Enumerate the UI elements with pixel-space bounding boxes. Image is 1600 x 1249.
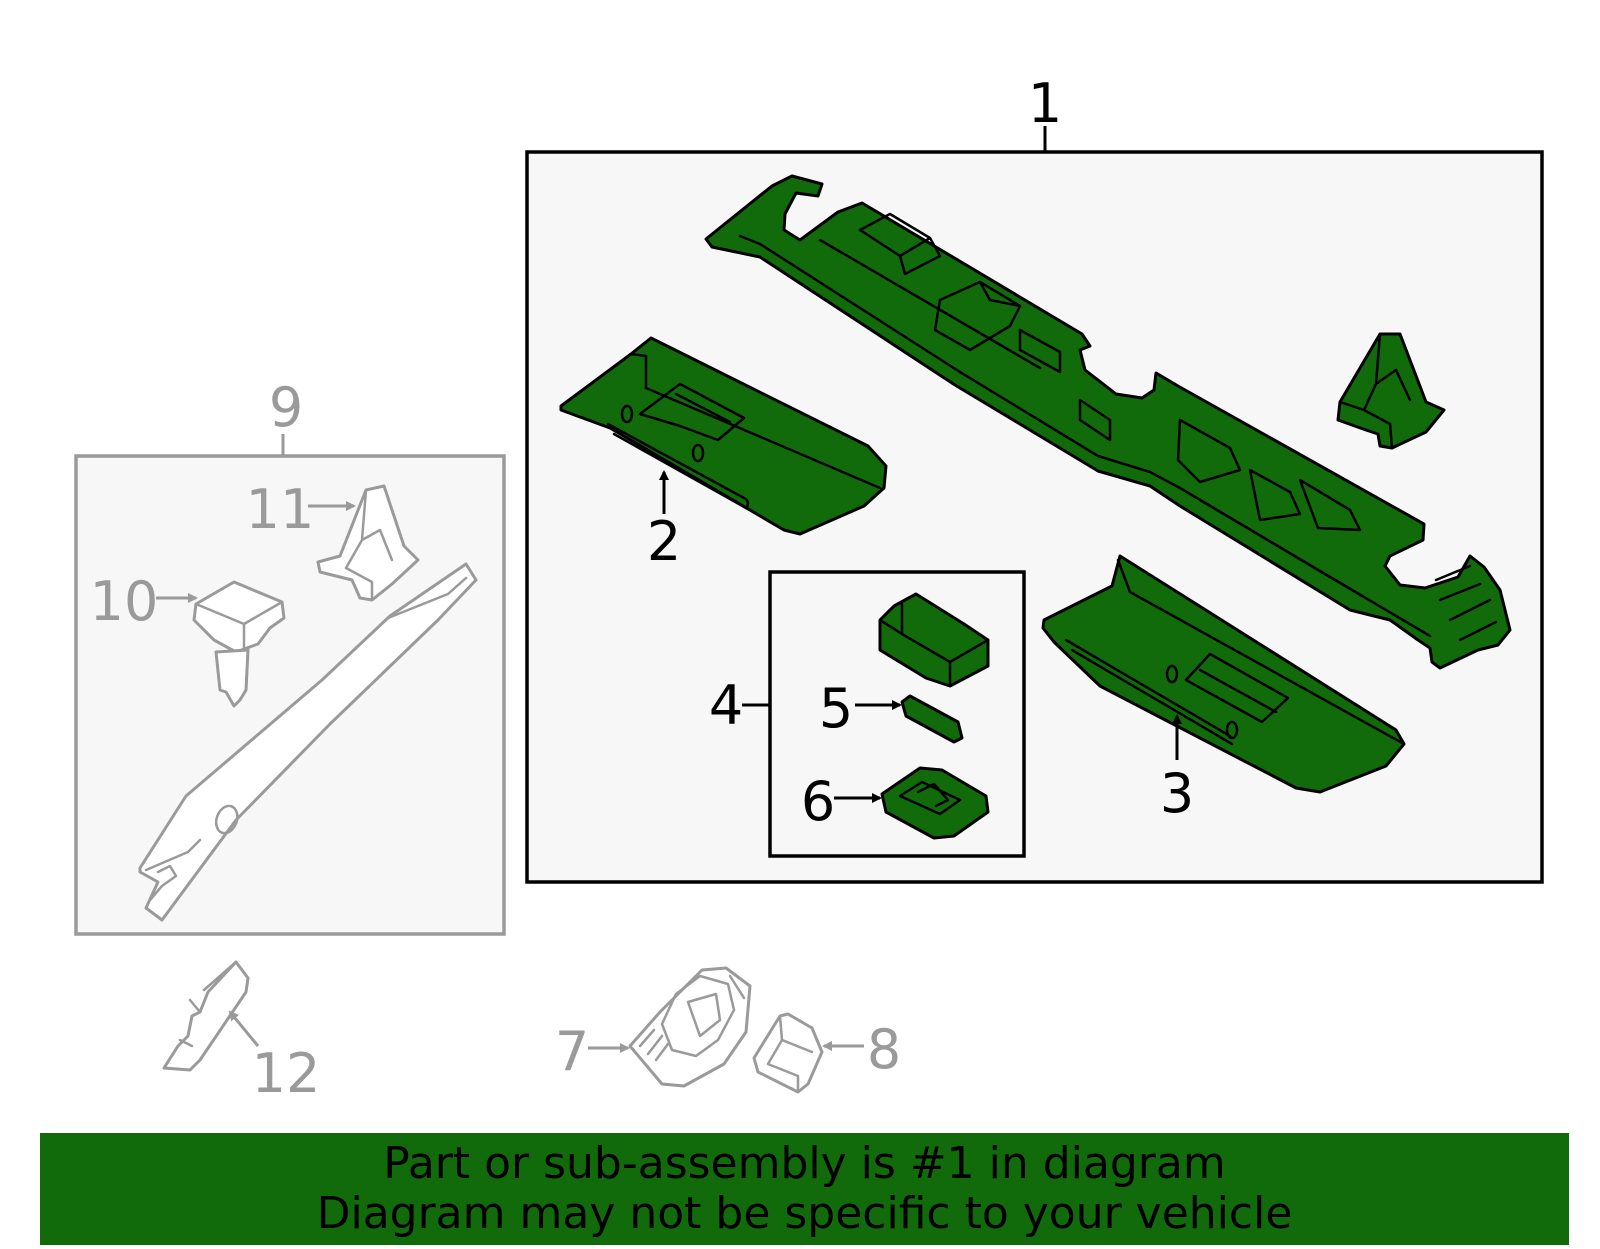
callout-2-label: 2: [647, 510, 681, 573]
callout-9-label: 9: [269, 376, 303, 439]
callout-12-arrow: [228, 1010, 260, 1047]
part-12-bracket[interactable]: [162, 960, 250, 1072]
callout-7-label: 7: [555, 1020, 589, 1083]
part-10-push-clip[interactable]: [192, 580, 286, 708]
info-banner: Part or sub-assembly is #1 in diagram Di…: [40, 1133, 1569, 1245]
part-11-retainer-clip[interactable]: [316, 484, 420, 602]
callout-10-label: 10: [90, 570, 159, 633]
part-9-pillar-trim[interactable]: [138, 562, 478, 922]
callout-4-label: 4: [709, 674, 743, 737]
banner-line-2: Diagram may not be specific to your vehi…: [316, 1188, 1293, 1239]
part-1-retainer-clip[interactable]: [1336, 332, 1446, 450]
callout-5-label: 5: [819, 677, 853, 740]
part-6-lens[interactable]: [880, 766, 990, 840]
callout-3-label: 3: [1160, 762, 1194, 825]
banner-line-1: Part or sub-assembly is #1 in diagram: [383, 1138, 1226, 1189]
part-5-bulb[interactable]: [900, 694, 964, 744]
part-7-cover[interactable]: [628, 966, 752, 1088]
callout-6-label: 6: [801, 770, 835, 833]
part-4-lamp-housing[interactable]: [878, 592, 990, 688]
part-8-cap[interactable]: [752, 1012, 824, 1094]
part-3-right-step-plate[interactable]: [1041, 554, 1406, 794]
callout-1-label: 1: [1028, 72, 1062, 135]
callout-12-label: 12: [252, 1042, 321, 1105]
part-1-main-trim-panel[interactable]: [704, 174, 1512, 670]
part-2-left-step-plate[interactable]: [559, 336, 888, 536]
callout-11-label: 11: [246, 478, 315, 541]
callout-8-label: 8: [867, 1018, 901, 1081]
